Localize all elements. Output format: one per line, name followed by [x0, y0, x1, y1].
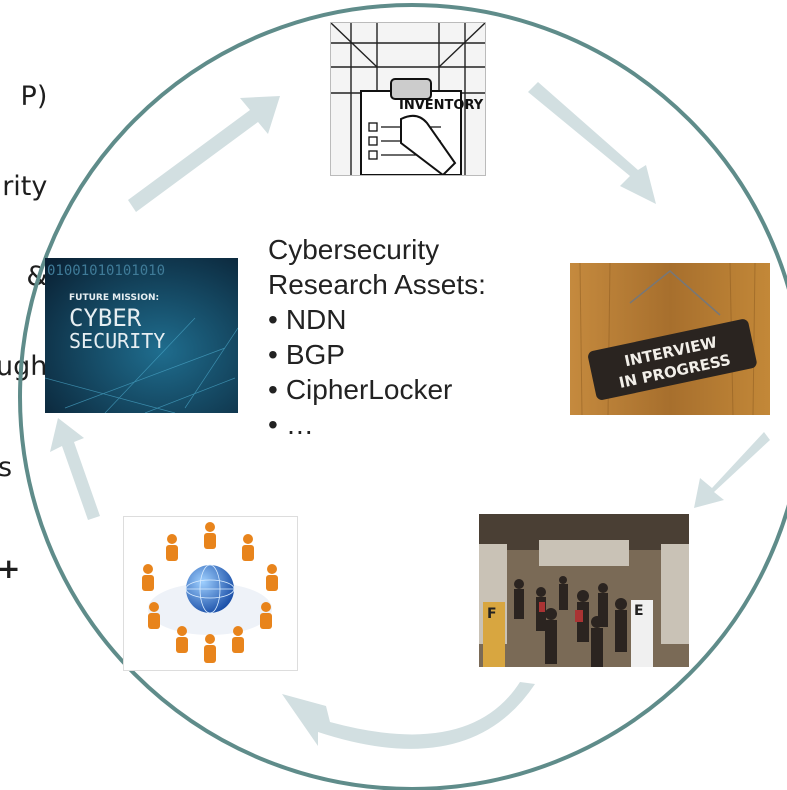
asset-item: CipherLocker: [268, 372, 486, 407]
arrow-to-inventory: [128, 96, 280, 212]
clipped-plus: +: [0, 552, 21, 585]
expo-crowd-image: F E: [479, 514, 689, 667]
asset-item: …: [268, 407, 486, 442]
cyber-word2: SECURITY: [69, 329, 165, 353]
inventory-image: INVENTORY: [330, 22, 486, 176]
clipped-line-1: P): [20, 81, 48, 112]
arrow-to-expo: [694, 432, 770, 508]
asset-item: BGP: [268, 337, 486, 372]
center-text-block: Cybersecurity Research Assets: NDN BGP C…: [268, 232, 486, 442]
cyber-kicker: FUTURE MISSION:: [69, 293, 159, 303]
clipped-line-2: rity: [2, 171, 48, 202]
expo-illustration: F E: [479, 514, 689, 667]
ring-circle: [18, 3, 787, 790]
network-image: [123, 516, 298, 671]
cyber-word1: CYBER: [69, 304, 142, 332]
cyber-illustration: 01001010101010 FUTURE MISSION: CYBER SEC…: [45, 258, 238, 413]
interview-door-illustration: INTERVIEW IN PROGRESS: [570, 263, 770, 415]
inventory-sign: INVENTORY: [399, 98, 484, 113]
clipped-side-text: P) rity & ugh: [0, 22, 47, 412]
interview-image: INTERVIEW IN PROGRESS: [570, 263, 770, 415]
arrow-to-network: [282, 682, 535, 749]
cyber-security-image: 01001010101010 FUTURE MISSION: CYBER SEC…: [45, 258, 238, 413]
cyber-binary: 01001010101010: [47, 263, 165, 279]
booth-letter-f: F: [487, 606, 497, 622]
arrow-to-cyber: [50, 418, 100, 520]
asset-item: NDN: [268, 302, 486, 337]
clipped-s: s: [0, 452, 13, 483]
center-title-line1: Cybersecurity: [268, 234, 440, 265]
booth-letter-e: E: [634, 603, 644, 619]
asset-list: NDN BGP CipherLocker …: [268, 302, 486, 442]
network-illustration: [142, 522, 278, 663]
center-title-line2: Research Assets:: [268, 269, 486, 300]
inventory-illustration: INVENTORY: [331, 23, 485, 175]
arrow-to-interview: [528, 82, 656, 204]
